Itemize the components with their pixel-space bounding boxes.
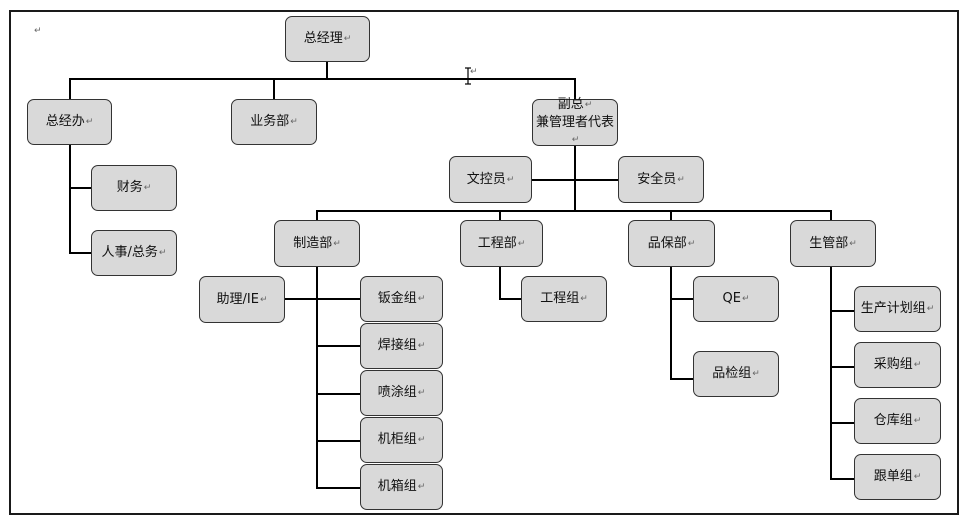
node-label: 总经办 [45,114,85,129]
node-label: 安全员 [637,171,677,187]
return-mark: ↵ [417,482,426,492]
return-mark: ↵ [85,117,94,127]
return-mark: ↵ [752,369,760,379]
return-mark: ↵ [741,294,750,304]
node-assistant-ie: 助理/IE↵ [199,276,285,323]
node-doc-controller: 文控员↵ [449,156,532,203]
node-manufacturing: 制造部↵ [274,220,360,267]
return-mark: ↵ [913,416,922,426]
node-chassis: 机箱组↵ [360,464,443,510]
node-label: 总经理 [303,31,343,46]
node-gm-office: 总经办↵ [27,99,112,145]
node-hr-admin: 人事/总务↵ [91,230,177,276]
node-production-mgmt: 生管部↵ [790,220,876,267]
node-engineering-group: 工程组↵ [521,276,607,322]
node-production-planning: 生产计划组↵ [854,286,941,332]
node-label: 工程组 [540,291,580,306]
node-purchasing: 采购组↵ [854,342,941,388]
return-mark: ↵ [259,294,268,305]
node-label: 人事/总务 [101,245,158,260]
node-label: 焊接组 [377,338,417,353]
node-deputy-gm: 副总↵ 兼管理者代表↵ [532,97,618,146]
return-mark: ↵ [158,248,167,258]
node-label: 业务部 [250,114,290,129]
node-label: 机箱组 [377,479,417,494]
node-engineering: 工程部↵ [460,220,543,267]
node-qe: QE↵ [693,276,779,322]
node-label: 兼管理者代表 [535,115,614,130]
node-label: 钣金组 [377,291,417,306]
node-finance: 财务↵ [91,165,177,211]
node-qa: 品保部↵ [628,220,715,267]
return-mark: ↵ [517,238,526,249]
node-order-follow: 跟单组↵ [854,454,941,500]
return-mark: ↵ [333,238,341,249]
node-label: 副总 [557,97,584,112]
node-welding: 焊接组↵ [360,323,443,369]
return-mark: ↵ [417,294,426,304]
node-label: 制造部 [293,235,333,251]
return-mark: ↵ [506,174,515,185]
return-mark: ↵ [417,341,426,351]
node-label: 财务 [116,180,143,195]
return-mark: ↵ [584,100,593,110]
return-mark: ↵ [913,472,922,482]
return-mark: ↵ [417,388,426,398]
return-mark: ↵ [913,360,922,370]
return-mark: ↵ [343,34,352,44]
node-label: 喷涂组 [377,385,417,400]
node-label: 品检组 [712,366,752,381]
node-label: 工程部 [477,235,517,251]
return-mark: ↵ [571,135,580,145]
node-cabinet: 机柜组↵ [360,417,443,463]
node-label: 机柜组 [377,432,417,447]
node-spraying: 喷涂组↵ [360,370,443,416]
return-mark: ↵ [677,174,685,185]
node-inspection: 品检组↵ [693,351,779,397]
node-label: QE [722,291,741,306]
return-mark: ↵ [580,294,588,304]
node-label: 生产计划组 [860,301,926,316]
node-label: 文控员 [466,171,506,187]
node-warehouse: 仓库组↵ [854,398,941,444]
node-label: 品保部 [647,235,687,251]
return-mark: ↵ [34,26,42,36]
node-label: 生管部 [809,235,849,251]
node-sheet-metal: 钣金组↵ [360,276,443,322]
return-mark: ↵ [687,238,696,249]
node-general-manager: 总经理↵ [285,16,370,62]
return-mark: ↵ [470,67,478,77]
node-safety-officer: 安全员↵ [618,156,704,203]
node-label: 仓库组 [873,413,913,428]
node-label: 采购组 [873,357,913,372]
return-mark: ↵ [143,183,152,193]
node-sales: 业务部↵ [231,99,317,145]
return-mark: ↵ [290,117,298,127]
return-mark: ↵ [417,435,426,445]
node-label: 跟单组 [873,469,913,484]
return-mark: ↵ [926,304,935,314]
node-label: 助理/IE [216,291,259,307]
return-mark: ↵ [849,238,857,249]
